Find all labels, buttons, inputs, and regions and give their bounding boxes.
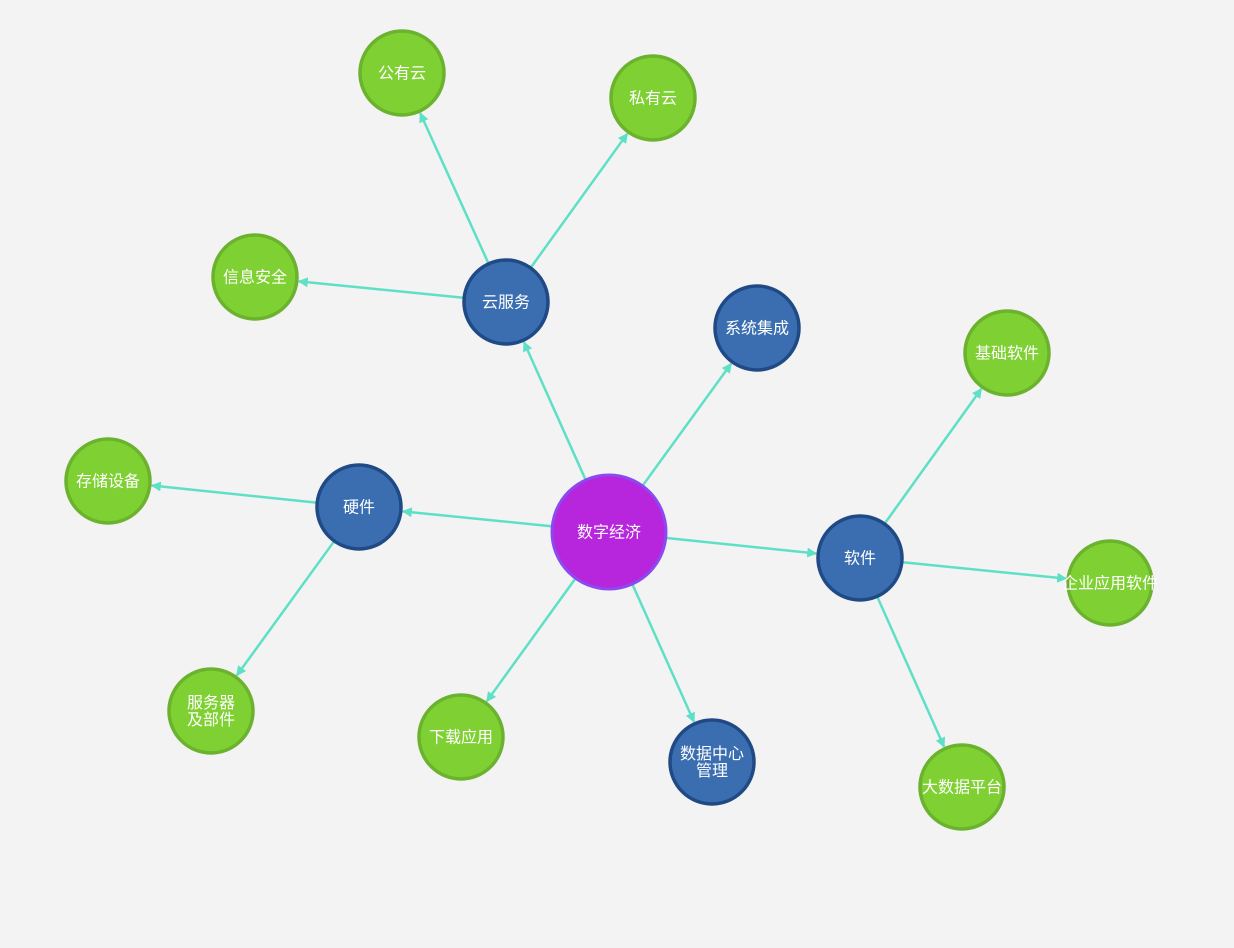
edge-root-to-integration: [642, 362, 733, 486]
node-circle-info-security[interactable]: [211, 233, 299, 321]
node-circle-hardware[interactable]: [315, 463, 403, 551]
node-circle-integration[interactable]: [713, 284, 801, 372]
node-circle-storage[interactable]: [64, 437, 152, 525]
edges-layer: [150, 112, 1068, 748]
node-circle-cloud[interactable]: [462, 258, 550, 346]
node-public-cloud[interactable]: 公有云: [358, 29, 446, 117]
node-software[interactable]: 软件: [816, 514, 904, 602]
node-circle-software[interactable]: [816, 514, 904, 602]
edge-root-to-datacenter: [631, 584, 696, 723]
node-bigdata[interactable]: 大数据平台: [918, 743, 1006, 831]
edge-root-to-download: [485, 578, 577, 703]
edge-cloud-to-private-cloud: [530, 132, 629, 268]
node-circle-datacenter[interactable]: [668, 718, 756, 806]
node-label-private-cloud: 私有云: [629, 89, 677, 108]
edge-hardware-to-server: [235, 541, 335, 677]
edge-root-to-software: [666, 536, 818, 558]
node-info-security[interactable]: 信息安全: [211, 233, 299, 321]
node-cloud[interactable]: 云服务: [462, 258, 550, 346]
node-base-software[interactable]: 基础软件: [963, 309, 1051, 397]
node-hardware[interactable]: 硬件: [315, 463, 403, 551]
edge-software-to-bigdata: [876, 596, 946, 748]
edge-cloud-to-public-cloud: [419, 112, 490, 264]
node-circle-enterprise-software[interactable]: [1066, 539, 1154, 627]
edge-software-to-enterprise-software: [902, 561, 1068, 583]
node-label-base-software: 基础软件: [975, 344, 1039, 363]
edge-hardware-to-storage: [150, 481, 317, 504]
node-private-cloud[interactable]: 私有云: [609, 54, 697, 142]
node-circle-download[interactable]: [417, 693, 505, 781]
edge-root-to-cloud: [522, 341, 587, 480]
node-circle-server[interactable]: [167, 667, 255, 755]
node-circle-private-cloud[interactable]: [609, 54, 697, 142]
edge-root-to-hardware: [401, 507, 552, 528]
node-circle-root[interactable]: [550, 473, 668, 591]
node-label-datacenter-line-1: 数据中心: [680, 744, 744, 763]
node-label-download: 下载应用: [429, 728, 493, 747]
node-circle-bigdata[interactable]: [918, 743, 1006, 831]
node-label-server-line-1: 服务器: [187, 693, 235, 712]
node-label-software: 软件: [844, 549, 876, 568]
edge-cloud-to-info-security: [297, 277, 464, 299]
node-label-storage: 存储设备: [76, 472, 140, 491]
node-circle-base-software[interactable]: [963, 309, 1051, 397]
node-integration[interactable]: 系统集成: [713, 284, 801, 372]
node-circle-public-cloud[interactable]: [358, 29, 446, 117]
node-label-enterprise-software: 企业应用软件: [1062, 574, 1158, 593]
node-label-bigdata: 大数据平台: [922, 778, 1002, 797]
node-label-hardware: 硬件: [343, 498, 375, 517]
node-storage[interactable]: 存储设备: [64, 437, 152, 525]
node-download[interactable]: 下载应用: [417, 693, 505, 781]
node-label-datacenter-line-2: 管理: [696, 761, 728, 780]
node-label-root: 数字经济: [577, 523, 641, 542]
node-label-integration: 系统集成: [725, 319, 789, 338]
node-root[interactable]: 数字经济: [550, 473, 668, 591]
edge-software-to-base-software: [884, 387, 983, 524]
node-label-info-security: 信息安全: [223, 268, 287, 287]
node-label-public-cloud: 公有云: [378, 64, 426, 83]
node-label-cloud: 云服务: [482, 293, 530, 312]
node-label-server-line-2: 及部件: [187, 710, 235, 729]
node-enterprise-software[interactable]: 企业应用软件: [1062, 539, 1158, 627]
